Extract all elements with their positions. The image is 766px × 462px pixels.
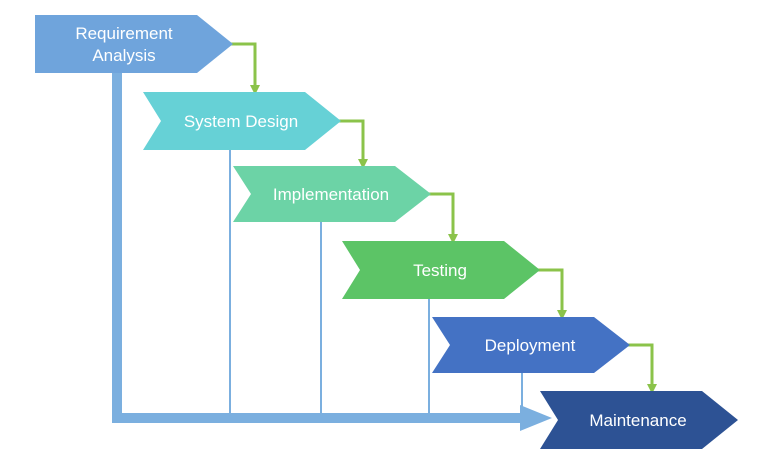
step-shape-deployment [432, 317, 630, 373]
feedback-main-line [112, 73, 522, 423]
step-deployment: Deployment [432, 317, 630, 373]
step-implementation: Implementation [233, 166, 431, 222]
step-label-testing: Testing [413, 261, 467, 280]
step-label-system-design: System Design [184, 112, 298, 131]
connector-testing-to-deployment [534, 268, 567, 320]
connector-deployment-to-maintenance [624, 343, 657, 394]
step-label-deployment: Deployment [485, 336, 576, 355]
connector-requirement-analysis-to-system-design [227, 42, 260, 95]
step-shape-system-design [143, 92, 341, 150]
step-shape-requirement-analysis [35, 15, 233, 73]
step-label-requirement-analysis-line-2: Analysis [92, 46, 155, 65]
step-label-requirement-analysis-line-1: Requirement [75, 24, 173, 43]
step-label-implementation: Implementation [273, 185, 389, 204]
step-connectors [227, 42, 657, 394]
feedback-lines [112, 73, 552, 431]
connector-implementation-to-testing [425, 192, 458, 244]
step-shape-testing [342, 241, 540, 299]
step-system-design: System Design [143, 92, 341, 150]
connector-system-design-to-implementation [335, 119, 368, 169]
step-shape-implementation [233, 166, 431, 222]
feedback-arrowhead [520, 405, 552, 431]
step-testing: Testing [342, 241, 540, 299]
step-maintenance: Maintenance [540, 391, 738, 449]
step-shape-maintenance [540, 391, 738, 449]
step-label-maintenance: Maintenance [589, 411, 686, 430]
